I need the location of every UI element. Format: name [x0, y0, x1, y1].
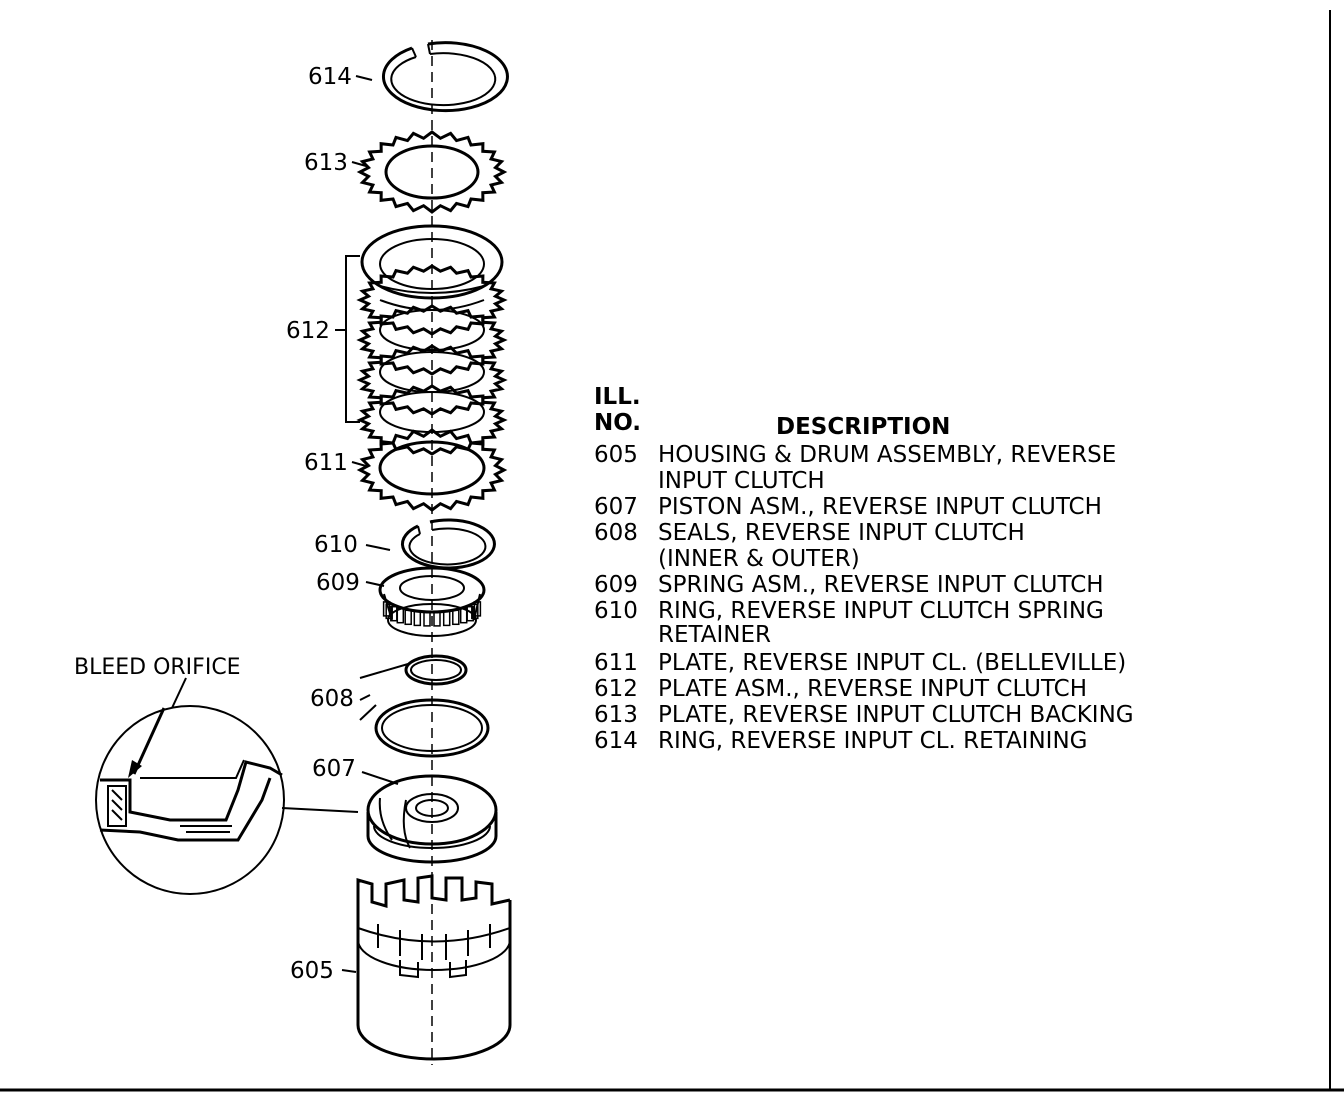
legend-item-number: 613 [594, 702, 638, 728]
spring-coil [413, 610, 422, 627]
leader-lines [335, 75, 409, 973]
bleed-orifice-inset [95, 677, 359, 895]
legend-rows: 605 HOUSING & DRUM ASSEMBLY, REVERSEINPUT… [594, 442, 1134, 754]
spring-coil [433, 611, 441, 627]
parts-legend: ILL. NO. DESCRIPTION 605 HOUSING & DRUM A… [594, 384, 1134, 754]
callout-609: 609 [316, 570, 360, 596]
callout-608: 608 [310, 686, 354, 712]
part-609-spring-assembly [378, 566, 486, 637]
spring-coil [396, 607, 405, 624]
legend-header-no: NO. [594, 410, 641, 436]
legend-item-number: 605 [594, 442, 638, 468]
part-610-spring-retainer-ring [400, 518, 496, 570]
part-611-belleville-plate [356, 428, 508, 512]
legend-header-description: DESCRIPTION [776, 414, 950, 440]
legend-item-description: PLATE, REVERSE INPUT CL. (BELLEVILLE) [658, 650, 1126, 676]
spring-coil [466, 605, 474, 622]
legend-item-description: PLATE ASM., REVERSE INPUT CLUTCH [658, 676, 1087, 702]
callout-605: 605 [290, 958, 334, 984]
legend-item-description-cont: (INNER & OUTER) [658, 546, 860, 572]
legend-item-number: 610 [594, 598, 638, 624]
spring-coil [442, 610, 451, 627]
spring-coil [473, 601, 482, 617]
legend-item-number: 607 [594, 494, 638, 520]
legend-item-description-cont: RETAINER [658, 622, 771, 648]
spring-coil [404, 609, 412, 626]
spring-coil [385, 603, 393, 620]
legend-item-number: 609 [594, 572, 638, 598]
part-614-retaining-ring [382, 41, 509, 113]
legend-item-description-cont: INPUT CLUTCH [658, 468, 825, 494]
callout-610: 610 [314, 532, 358, 558]
callout-613: 613 [304, 150, 348, 176]
callout-611: 611 [304, 450, 348, 476]
legend-item-description: RING, REVERSE INPUT CLUTCH SPRING [658, 598, 1104, 624]
legend-item-number: 611 [594, 650, 638, 676]
legend-header-ill: ILL. [594, 384, 641, 410]
part-612-plate-stack [345, 224, 508, 456]
part-613-backing-plate [356, 130, 508, 214]
part-605-housing-drum [356, 874, 512, 1061]
callout-bleed-orifice: BLEED ORIFICE [74, 655, 241, 680]
legend-item-number: 608 [594, 520, 638, 546]
part-608-seals [374, 654, 490, 758]
legend-item-description: PLATE, REVERSE INPUT CLUTCH BACKING [658, 702, 1134, 728]
legend-item-description: HOUSING & DRUM ASSEMBLY, REVERSE [658, 442, 1116, 468]
spring-coil [423, 611, 431, 627]
spring-coil [452, 609, 460, 626]
callout-614: 614 [308, 64, 352, 90]
legend-item-number: 612 [594, 676, 638, 702]
legend-item-number: 614 [594, 728, 638, 754]
legend-item-description: PISTON ASM., REVERSE INPUT CLUTCH [658, 494, 1102, 520]
part-607-piston [366, 774, 498, 864]
legend-item-description: SPRING ASM., REVERSE INPUT CLUTCH [658, 572, 1104, 598]
callout-607: 607 [312, 756, 356, 782]
callout-612: 612 [286, 318, 330, 344]
legend-item-description: SEALS, REVERSE INPUT CLUTCH [658, 520, 1025, 546]
legend-item-description: RING, REVERSE INPUT CL. RETAINING [658, 728, 1087, 754]
